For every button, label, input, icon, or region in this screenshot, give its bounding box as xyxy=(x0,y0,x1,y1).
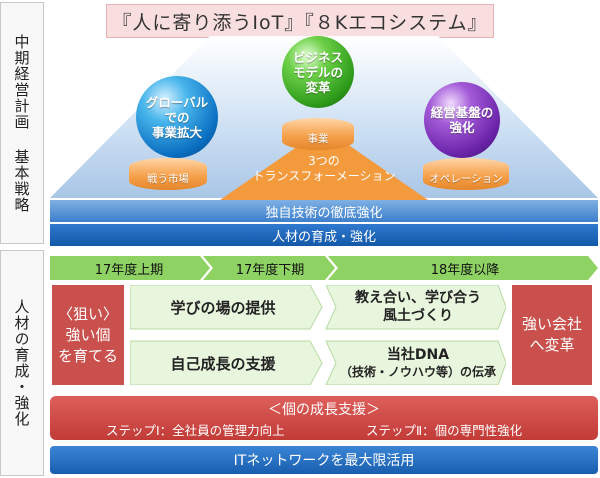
program-dna-line1: 当社DNA xyxy=(386,347,450,363)
program-shape-dna xyxy=(325,340,506,385)
support-heading-text: ＜個の成長支援＞ xyxy=(268,402,380,418)
sphere-management-base: 経営基盤の 強化 xyxy=(424,82,500,158)
title-banner: 『人に寄り添うIoT』『８Kエコシステム』 xyxy=(106,4,494,38)
program-shape-self xyxy=(130,340,323,385)
aim-strong-individual-text: 〈狙い〉 強い個 を育てる xyxy=(57,304,118,365)
timeline-label-2-text: 17年度下期 xyxy=(235,262,305,278)
timeline-label-1-text: 17年度上期 xyxy=(94,262,164,278)
side-label-talent: 人材の育成・強化 xyxy=(0,250,44,476)
side-label-basic-strategy: 中期経営計画 基本戦略 xyxy=(0,2,44,244)
bar-tech-strengthening: 独自技術の徹底強化 xyxy=(50,200,598,222)
program-teach-learn: 教え合い、学び合う 風土づくり xyxy=(334,285,502,329)
bar-talent-development: 人材の育成・強化 xyxy=(50,224,598,246)
program-learning-place-text: 学びの場の提供 xyxy=(170,298,276,317)
support-heading: ＜個の成長支援＞ xyxy=(50,399,598,419)
program-dna-line2: （技術・ノウハウ等）の伝承 xyxy=(339,365,496,379)
support-step-2-text: ステップⅡ：個の専門性強化 xyxy=(366,423,523,438)
it-network-bar-text: ITネットワークを最大限活用 xyxy=(233,453,415,469)
transformation-label-text: 3つの トランスフォーメーション xyxy=(252,154,396,183)
support-step-1: ステップⅠ：全社員の管理力向上 xyxy=(106,420,346,439)
timeline-phase-3 xyxy=(328,256,598,280)
support-step-2: ステップⅡ：個の専門性強化 xyxy=(366,420,586,439)
program-self-growth: 自己成長の支援 xyxy=(130,341,316,385)
pedestal-market-label: 戦う市場 xyxy=(147,173,189,185)
program-arrows xyxy=(130,285,506,385)
pedestal-business-label: 事業 xyxy=(307,133,329,145)
pedestal-operation: オペレーション xyxy=(423,158,509,190)
transformation-triangle xyxy=(220,128,428,200)
aim-strong-company: 強い会社 へ変革 xyxy=(512,285,592,385)
timeline-phase-2 xyxy=(203,256,335,280)
timeline-label-2: 17年度下期 xyxy=(210,256,330,280)
timeline-arrows xyxy=(50,256,598,280)
support-step-1-text: ステップⅠ：全社員の管理力向上 xyxy=(106,423,285,438)
pedestal-operation-label: オペレーション xyxy=(429,173,503,185)
aim-strong-company-text: 強い会社 へ変革 xyxy=(521,315,582,354)
support-panel: ＜個の成長支援＞ ステップⅠ：全社員の管理力向上 ステップⅡ：個の専門性強化 xyxy=(50,396,598,440)
side-label-basic-strategy-text: 中期経営計画 基本戦略 xyxy=(12,33,31,213)
sphere-global-expansion-text: グローバル での 事業拡大 xyxy=(145,94,209,140)
pedestal-business: 事業 xyxy=(282,118,354,150)
title-text: 『人に寄り添うIoT』『８Kエコシステム』 xyxy=(112,11,488,34)
sphere-business-model-text: ビジネス モデルの 変革 xyxy=(292,49,343,95)
timeline-label-1: 17年度上期 xyxy=(54,256,204,280)
bar-talent-development-text: 人材の育成・強化 xyxy=(271,229,376,245)
aim-strong-individual: 〈狙い〉 強い個 を育てる xyxy=(52,285,124,385)
program-self-growth-text: 自己成長の支援 xyxy=(170,354,276,373)
program-dna: 当社DNA （技術・ノウハウ等）の伝承 xyxy=(334,341,502,385)
transformation-label: 3つの トランスフォーメーション xyxy=(226,154,422,188)
program-learning-place: 学びの場の提供 xyxy=(130,285,316,329)
bar-tech-strengthening-text: 独自技術の徹底強化 xyxy=(265,205,383,221)
timeline-phase-1 xyxy=(50,256,210,280)
it-network-bar: ITネットワークを最大限活用 xyxy=(50,446,598,474)
side-label-talent-text: 人材の育成・強化 xyxy=(12,299,31,427)
timeline-label-3-text: 18年度以降 xyxy=(430,262,500,278)
program-teach-learn-text: 教え合い、学び合う 風土づくり xyxy=(355,290,481,324)
sphere-management-base-text: 経営基盤の 強化 xyxy=(430,105,494,135)
pedestal-market: 戦う市場 xyxy=(129,158,207,190)
sphere-global-expansion: グローバル での 事業拡大 xyxy=(136,76,218,158)
program-shape-teach xyxy=(325,285,506,330)
sphere-business-model: ビジネス モデルの 変革 xyxy=(282,36,354,108)
timeline-label-3: 18年度以降 xyxy=(340,256,590,280)
program-shape-learning xyxy=(130,285,323,330)
